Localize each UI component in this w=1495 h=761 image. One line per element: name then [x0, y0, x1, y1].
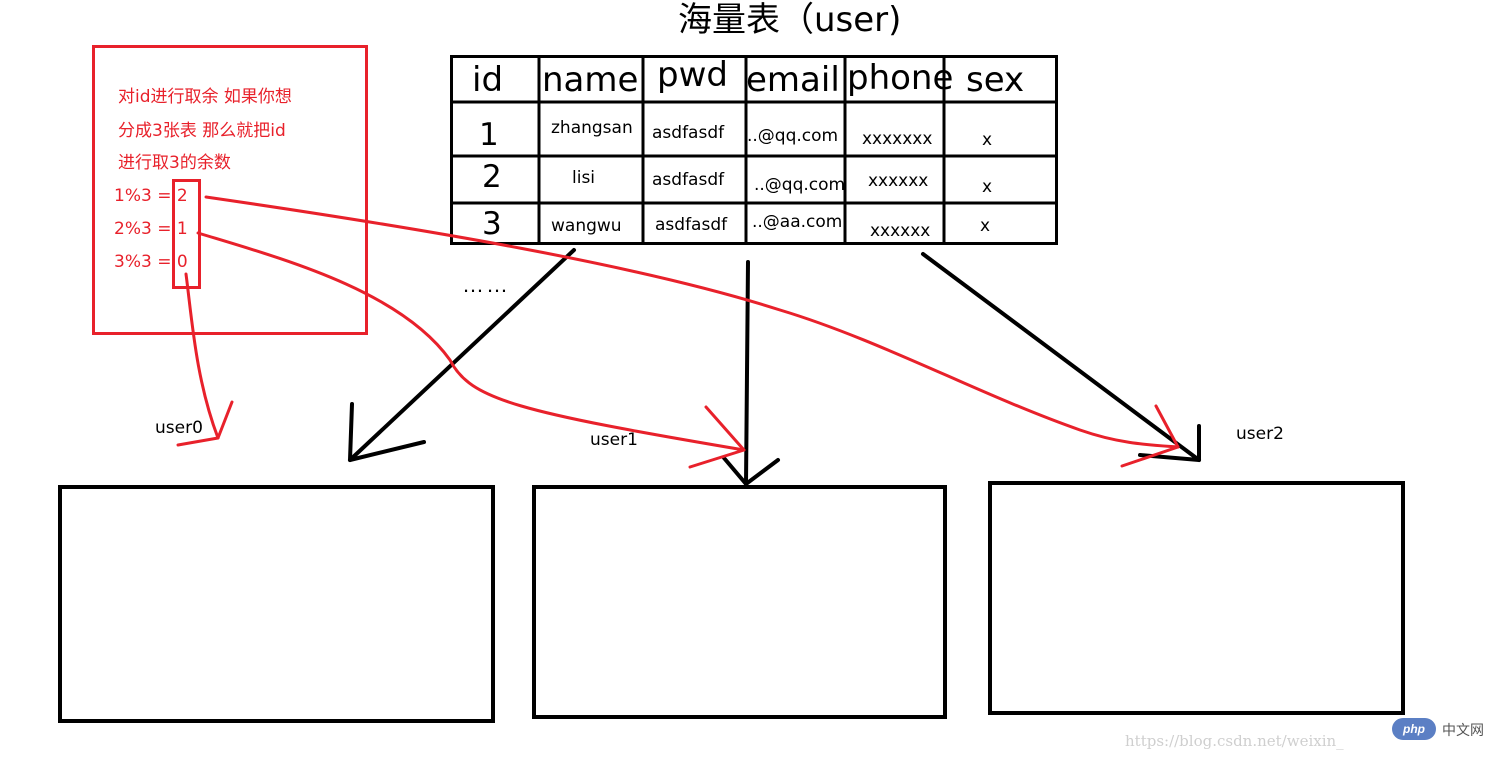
row2-phone: xxxxxx: [868, 171, 929, 191]
row1-sex: x: [982, 130, 993, 150]
row2-sex: x: [982, 177, 993, 197]
calc-1: 1%3 = 2: [114, 186, 188, 206]
label-user0: user0: [155, 418, 203, 438]
arrow-to-user0-shaft: [348, 248, 576, 462]
diagram-title: 海量表（user): [678, 0, 902, 40]
calc-3: 3%3 = 0: [114, 252, 188, 272]
red-arrow-1-head: [688, 405, 746, 469]
row2-email: ..@qq.com: [754, 175, 846, 195]
watermark-site: 中文网: [1442, 722, 1484, 738]
arrow-to-user1-head: [722, 456, 780, 486]
header-id: id: [472, 60, 504, 100]
arrow-to-user2-shaft: [921, 252, 1201, 462]
partition-table-user1: [532, 485, 947, 719]
user-table: [450, 55, 1058, 245]
row3-email: ..@aa.com: [752, 212, 843, 232]
row1-email: ..@qq.com: [747, 126, 839, 146]
arrow-to-user0-head: [348, 402, 426, 462]
modulo-note-box: [92, 45, 368, 335]
arrow-to-user2-head: [1138, 424, 1201, 462]
header-email: email: [746, 60, 840, 100]
header-phone: phone: [847, 58, 954, 98]
red-arrows: [176, 195, 1180, 469]
row1-id: 1: [479, 117, 499, 153]
row2-pwd: asdfasdf: [652, 170, 725, 190]
row2-name: lisi: [572, 168, 596, 188]
label-user1: user1: [590, 430, 638, 450]
header-name: name: [542, 60, 639, 100]
row3-id: 3: [482, 206, 502, 242]
row3-name: wangwu: [551, 216, 622, 236]
table-grid: [451, 56, 1056, 244]
red-arrow-2-shaft: [204, 195, 1180, 449]
row1-pwd: asdfasdf: [652, 123, 725, 143]
row1-name: zhangsan: [551, 118, 633, 138]
note-line-1: 对id进行取余 如果你想: [118, 87, 292, 107]
red-arrow-0-shaft: [184, 272, 220, 440]
row3-pwd: asdfasdf: [655, 215, 728, 235]
partition-table-user2: [988, 481, 1405, 715]
header-pwd: pwd: [657, 55, 728, 95]
partition-table-user0: [58, 485, 495, 723]
note-line-3: 进行取3的余数: [118, 153, 231, 173]
php-logo-icon: php: [1392, 718, 1436, 740]
row2-id: 2: [482, 159, 502, 195]
black-arrows: [348, 248, 1201, 486]
more-rows-ellipsis: ……: [462, 272, 510, 297]
row1-phone: xxxxxxx: [862, 129, 933, 149]
red-arrow-2-head: [1120, 404, 1180, 468]
red-arrow-1-shaft: [196, 231, 746, 452]
note-line-2: 分成3张表 那么就把id: [118, 121, 286, 141]
arrow-to-user1-shaft: [744, 260, 750, 486]
row3-sex: x: [980, 216, 991, 236]
header-sex: sex: [966, 60, 1025, 100]
label-user2: user2: [1236, 424, 1284, 444]
red-arrow-0-head: [176, 400, 234, 447]
watermark-url: https://blog.csdn.net/weixin_: [1125, 732, 1344, 750]
row3-phone: xxxxxx: [870, 221, 931, 241]
calc-2: 2%3 = 1: [114, 219, 188, 239]
